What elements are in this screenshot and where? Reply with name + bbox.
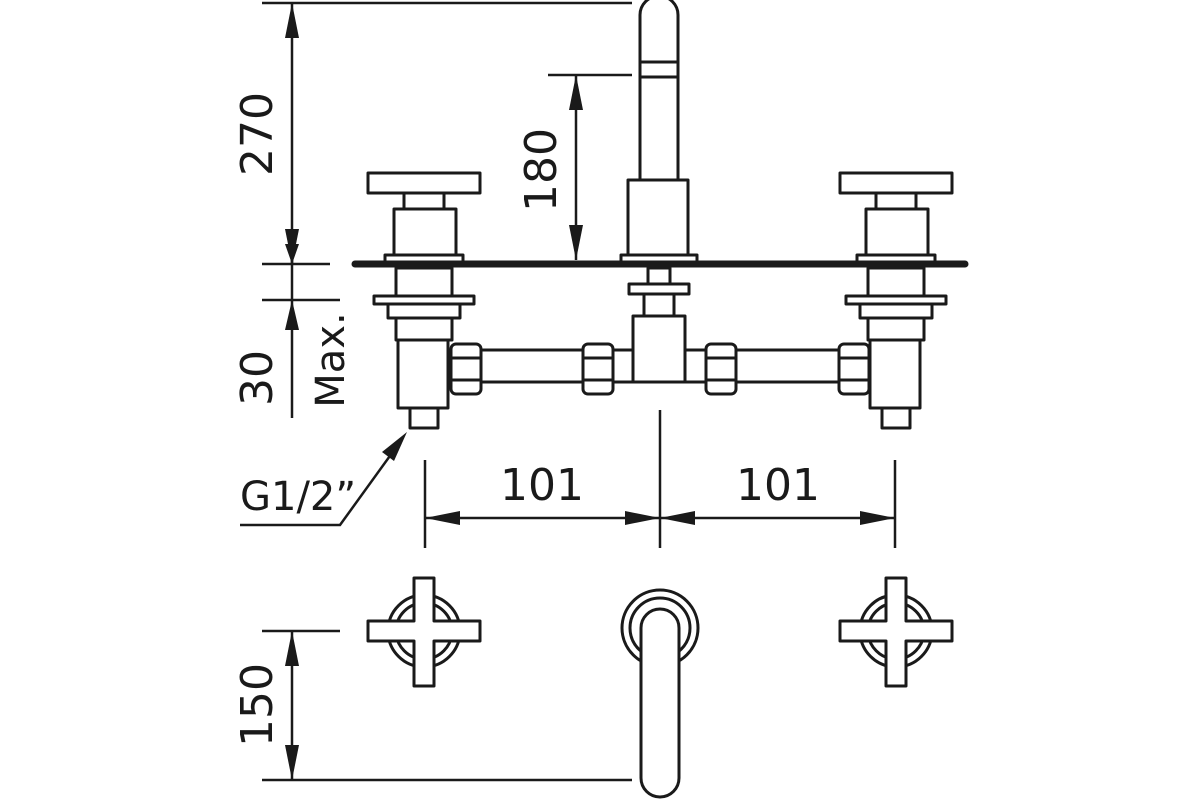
spout-connector	[627, 266, 691, 384]
right-valve-body	[844, 266, 948, 430]
left-valve-handle	[366, 171, 482, 265]
dimension-label-101-right: 101	[736, 460, 820, 511]
spout	[619, 0, 699, 265]
dimension-180: 180	[516, 73, 632, 260]
left-cross-handle-top	[366, 576, 482, 688]
inlet-thread-callout: G1/2ˮ	[240, 432, 407, 527]
top-view	[366, 576, 954, 799]
left-valve-body	[372, 266, 476, 430]
dimension-label-150: 150	[232, 663, 283, 747]
dimension-150: 150	[232, 629, 632, 782]
dimension-270: 270	[232, 1, 632, 264]
dimension-30-max: 30 Max.	[232, 244, 354, 418]
dimension-101-spacing: 101 101	[423, 410, 897, 548]
inlet-thread-label: G1/2ˮ	[240, 474, 356, 520]
dimension-label-270: 270	[232, 92, 283, 176]
dimension-label-max: Max.	[308, 312, 354, 407]
dimension-label-101-left: 101	[500, 460, 584, 511]
front-elevation	[351, 0, 969, 430]
dimension-label-180: 180	[516, 128, 567, 212]
dimension-label-30: 30	[232, 350, 283, 406]
right-valve-handle	[838, 171, 954, 265]
right-cross-handle-top	[838, 576, 954, 688]
spout-top-view	[620, 588, 700, 799]
